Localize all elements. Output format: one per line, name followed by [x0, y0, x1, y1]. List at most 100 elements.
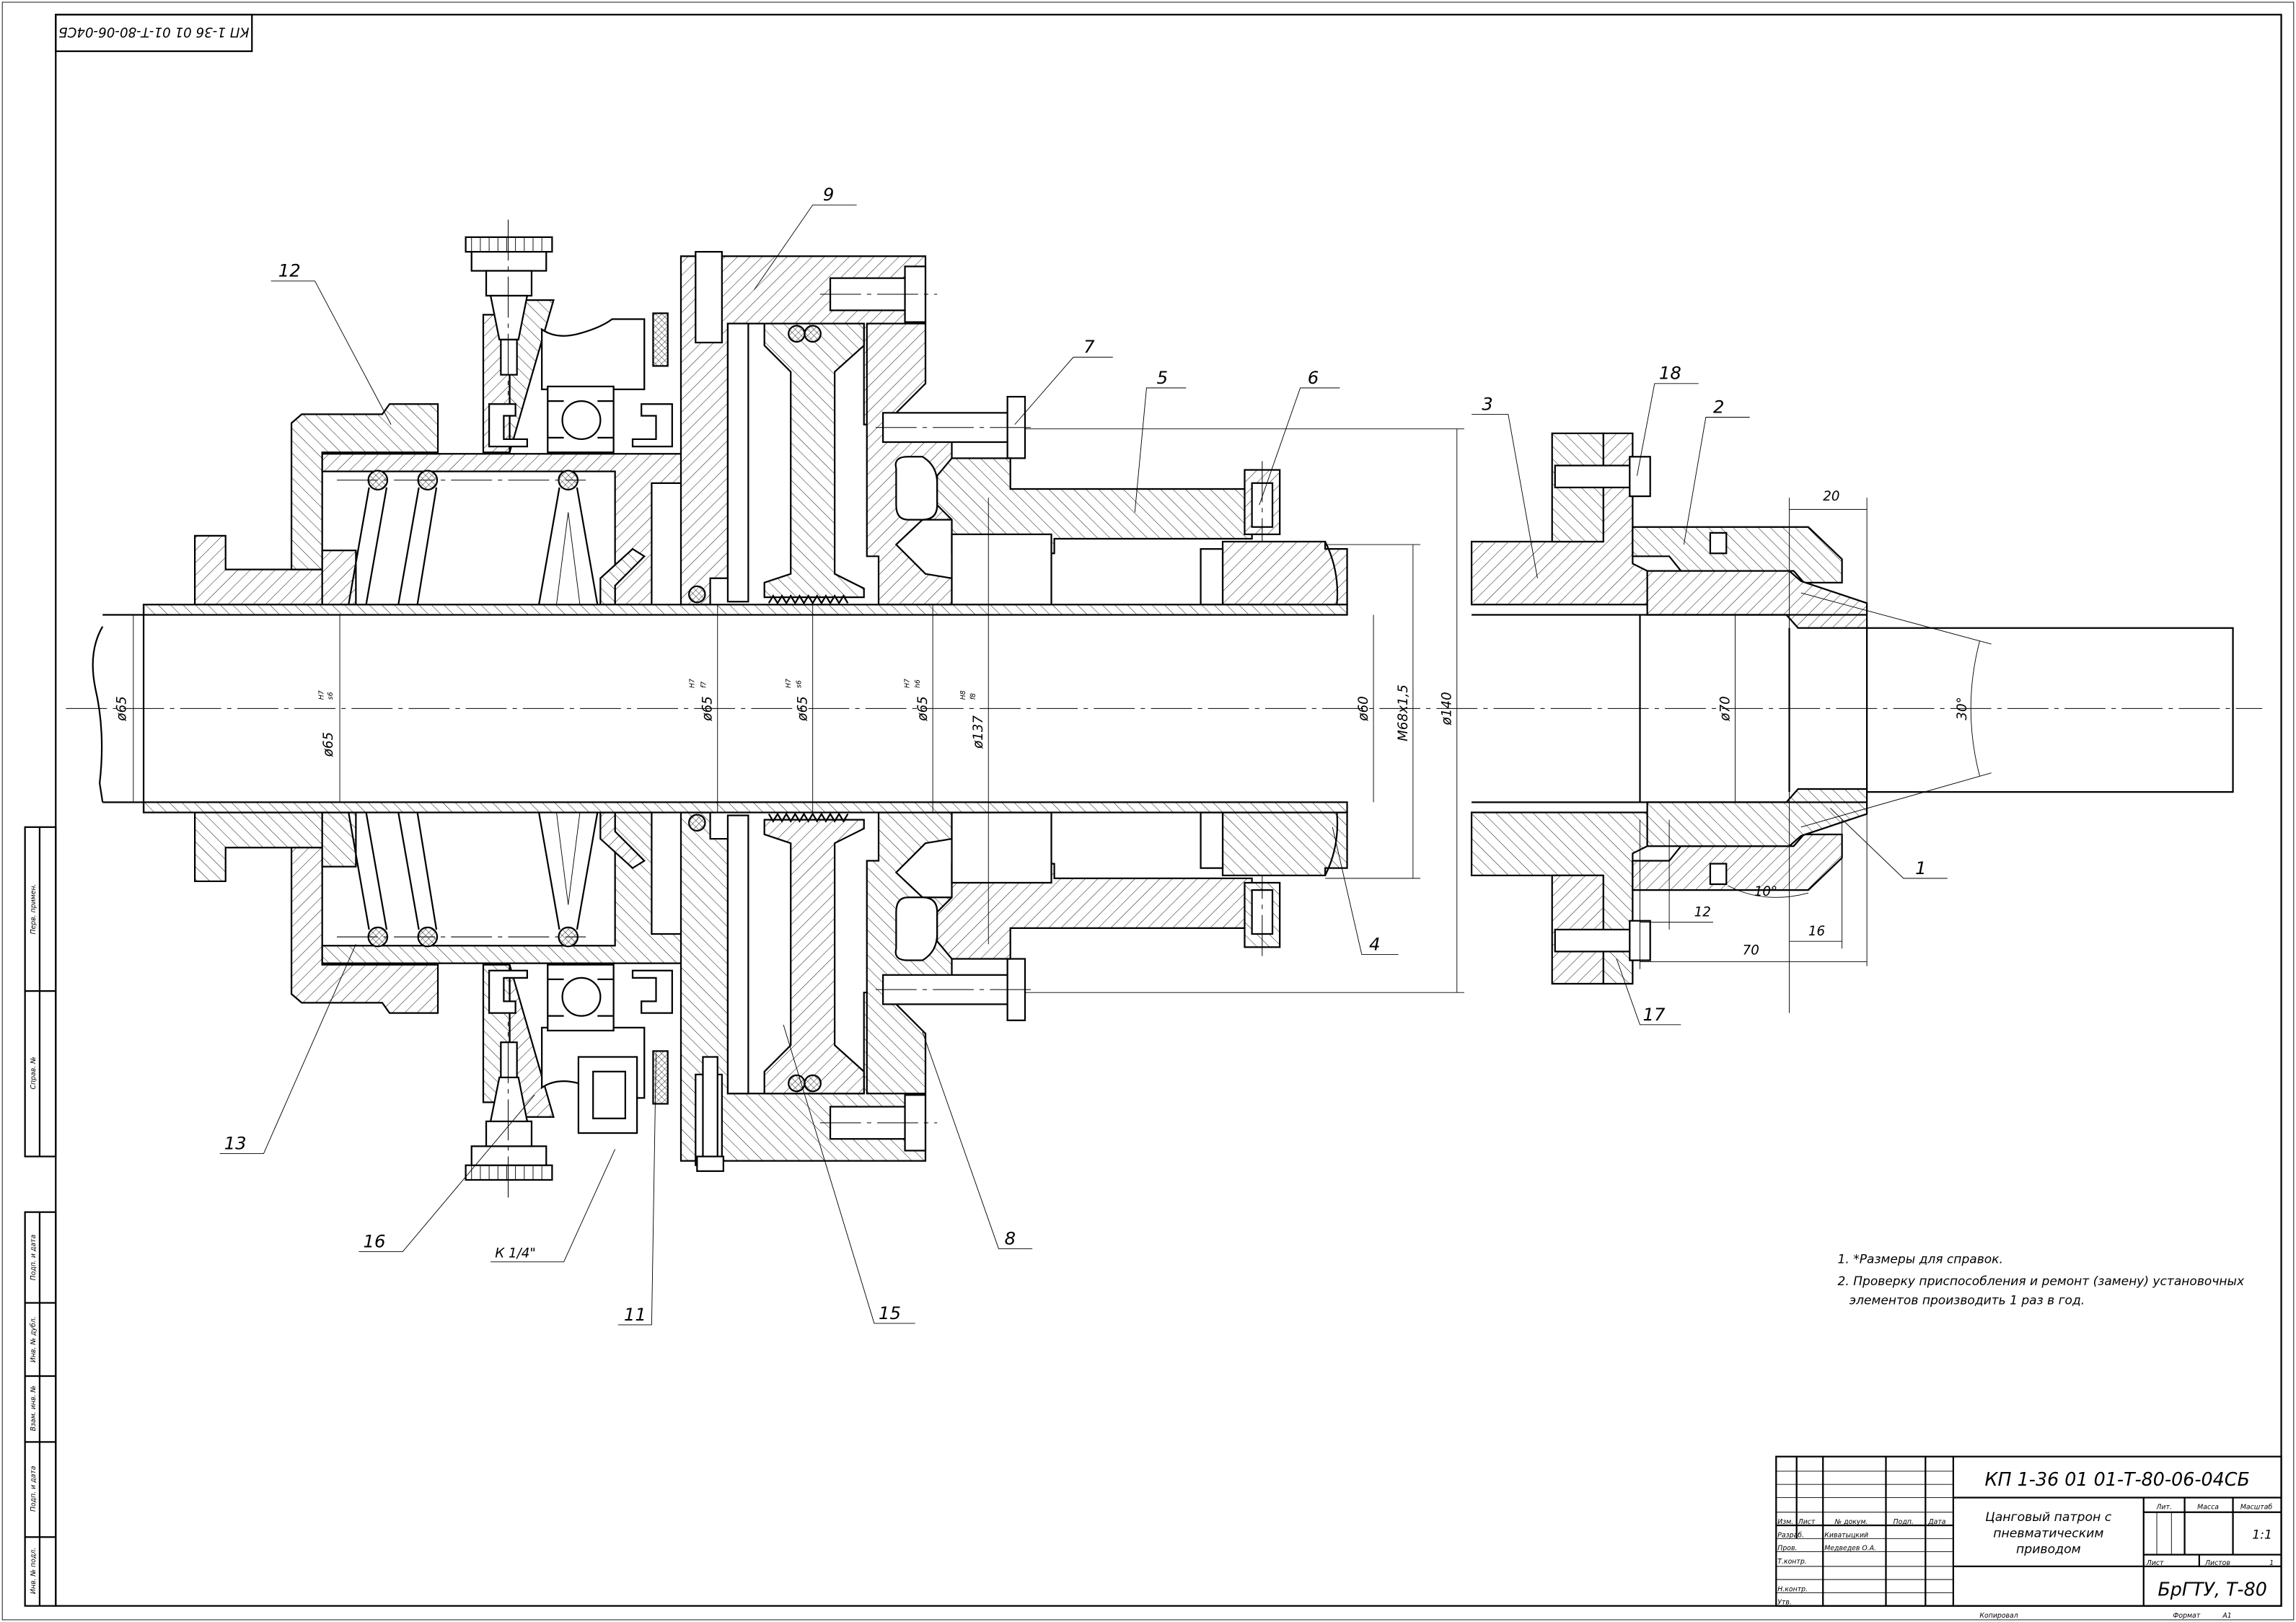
top-stamp-text: КП 1-36 01 01-Т-80-06-04СБ [58, 25, 249, 40]
sheets-count: 1 [2269, 1559, 2274, 1567]
callout-8: 8 [1005, 1227, 1016, 1248]
side-stamp-first-use: Перв. примен. [30, 883, 38, 934]
chuck-lower-half [193, 788, 1868, 1199]
hdr-izm: Изм. [1777, 1518, 1793, 1526]
seal-ring-9 [652, 312, 669, 367]
spacer [951, 533, 1052, 606]
piston-part-15 [763, 322, 865, 599]
side-stamp-orig-inv: Инв. № подл. [30, 1548, 38, 1594]
side-stamp-sign-date-2: Подп. и дата [30, 1465, 38, 1512]
dimension-texts: ø65 ø65 H7 s6 ø65 H7 f7 ø65 H7 s6 ø65 H7… [115, 489, 1970, 958]
fit-h7: H7 [785, 679, 793, 688]
copied-label: Копировал [1979, 1612, 2018, 1620]
drawing-name-line-2: пневматическим [1993, 1526, 2103, 1541]
knurled-screw [465, 219, 553, 396]
dim-len-12: 12 [1694, 905, 1711, 920]
nut-2-screw [1709, 532, 1728, 555]
person-check: Медведев О.А. [1824, 1545, 1876, 1553]
spindle-tube [92, 604, 1348, 814]
nut-groove [1200, 548, 1224, 606]
flange-cavity [894, 456, 938, 521]
seal-left [488, 403, 528, 448]
fit-h6: h6 [914, 679, 922, 688]
callout-18: 18 [1659, 363, 1681, 384]
dim-len-70: 70 [1743, 943, 1759, 958]
callout-4: 4 [1369, 933, 1381, 954]
note-2: 2. Проверку приспособления и ремонт (зам… [1838, 1274, 2245, 1289]
spring-coils [336, 470, 599, 605]
callout-5: 5 [1157, 367, 1169, 388]
person-dev: Киватыцкий [1824, 1531, 1868, 1539]
drawing-name-line-1: Цанговый патрон с [1985, 1510, 2112, 1525]
cap-screw-9 [819, 265, 938, 323]
note-1: 1. *Размеры для справок. [1838, 1253, 2003, 1267]
dim-angle-10: 10° [1754, 884, 1777, 899]
piston-o-ring-b [804, 325, 822, 343]
drawing-name-line-3: приводом [2016, 1543, 2081, 1557]
top-stamp: КП 1-36 01 01-Т-80-06-04СБ [55, 14, 253, 53]
callout-fitting-k14: К 1/4" [495, 1246, 536, 1261]
air-fitting [577, 1056, 724, 1172]
callout-2: 2 [1713, 396, 1725, 417]
dim-d65-s6: ø65 [321, 732, 336, 757]
mass-label: Масса [2197, 1504, 2219, 1512]
role-dev: Разраб. [1777, 1531, 1804, 1539]
seal-right [631, 403, 673, 448]
nut-part-2 [1632, 526, 1843, 583]
hdr-sign: Подп. [1893, 1518, 1914, 1526]
role-check: Пров. [1777, 1545, 1797, 1553]
dim-d70: ø70 [1717, 696, 1733, 721]
inner-frame [55, 14, 2282, 1607]
fit-h7: H7 [904, 679, 912, 688]
fit-f8: f8 [969, 693, 977, 700]
workpiece-bar [1866, 627, 2234, 793]
hdr-list: Лист [1798, 1518, 1816, 1526]
hdr-date: Дата [1927, 1518, 1945, 1526]
set-screw-part-6 [1244, 461, 1281, 545]
role-approve: Утв. [1777, 1599, 1792, 1607]
bolt-part-18 [1554, 456, 1651, 498]
callout-16: 16 [364, 1230, 386, 1251]
callout-9: 9 [823, 184, 835, 205]
callout-7: 7 [1083, 336, 1095, 357]
fit-s6: s6 [327, 692, 335, 700]
callout-15: 15 [879, 1303, 901, 1323]
fit-f7: f7 [700, 682, 708, 688]
format-value: А1 [2222, 1612, 2231, 1620]
fit-s6: s6 [795, 680, 803, 688]
title-block: КП 1-36 01 01-Т-80-06-04СБ Цанговый патр… [1775, 1455, 2282, 1620]
callout-6: 6 [1308, 367, 1319, 388]
role-tcontrol: Т.контр. [1777, 1558, 1806, 1566]
dim-angle-30: 30° [1955, 697, 1970, 720]
scale-value: 1:1 [2252, 1528, 2272, 1542]
dim-len-20: 20 [1823, 489, 1839, 504]
dim-thread: M68x1,5 [1396, 684, 1411, 741]
organization: БрГТУ, Т-80 [2158, 1578, 2267, 1600]
side-stamp-sign-date-1: Подп. и дата [30, 1235, 38, 1281]
callout-17: 17 [1643, 1004, 1666, 1025]
dim-d65-left: ø65 [115, 696, 130, 721]
ball-bearing [547, 385, 615, 454]
sheets-label: Листов [2204, 1559, 2230, 1567]
chuck-upper-half [193, 219, 1868, 629]
break-line-right [1324, 541, 1339, 605]
hdr-doc: № докум. [1834, 1518, 1868, 1526]
fit-h8: H8 [959, 690, 967, 700]
dim-d65-s6b: ø65 [796, 696, 811, 721]
callout-3: 3 [1482, 393, 1493, 414]
drawing-designation: КП 1-36 01 01-Т-80-06-04СБ [1985, 1468, 2250, 1490]
callout-13: 13 [224, 1132, 247, 1153]
sheet-label: Лист [2146, 1559, 2164, 1567]
air-channel-screw [695, 251, 723, 344]
piston-o-ring-a [788, 325, 806, 343]
cover-part-12 [290, 403, 439, 570]
scale-label: Масштаб [2240, 1504, 2273, 1512]
dim-len-16: 16 [1808, 924, 1825, 939]
side-stamp-dup-inv: Инв. № дубл. [30, 1316, 38, 1362]
rack-teeth [767, 594, 849, 605]
dim-d65-h6: ø65 [915, 696, 931, 721]
role-ncontrol: Н.контр. [1777, 1585, 1808, 1593]
nut-part-4 [1221, 540, 1348, 606]
